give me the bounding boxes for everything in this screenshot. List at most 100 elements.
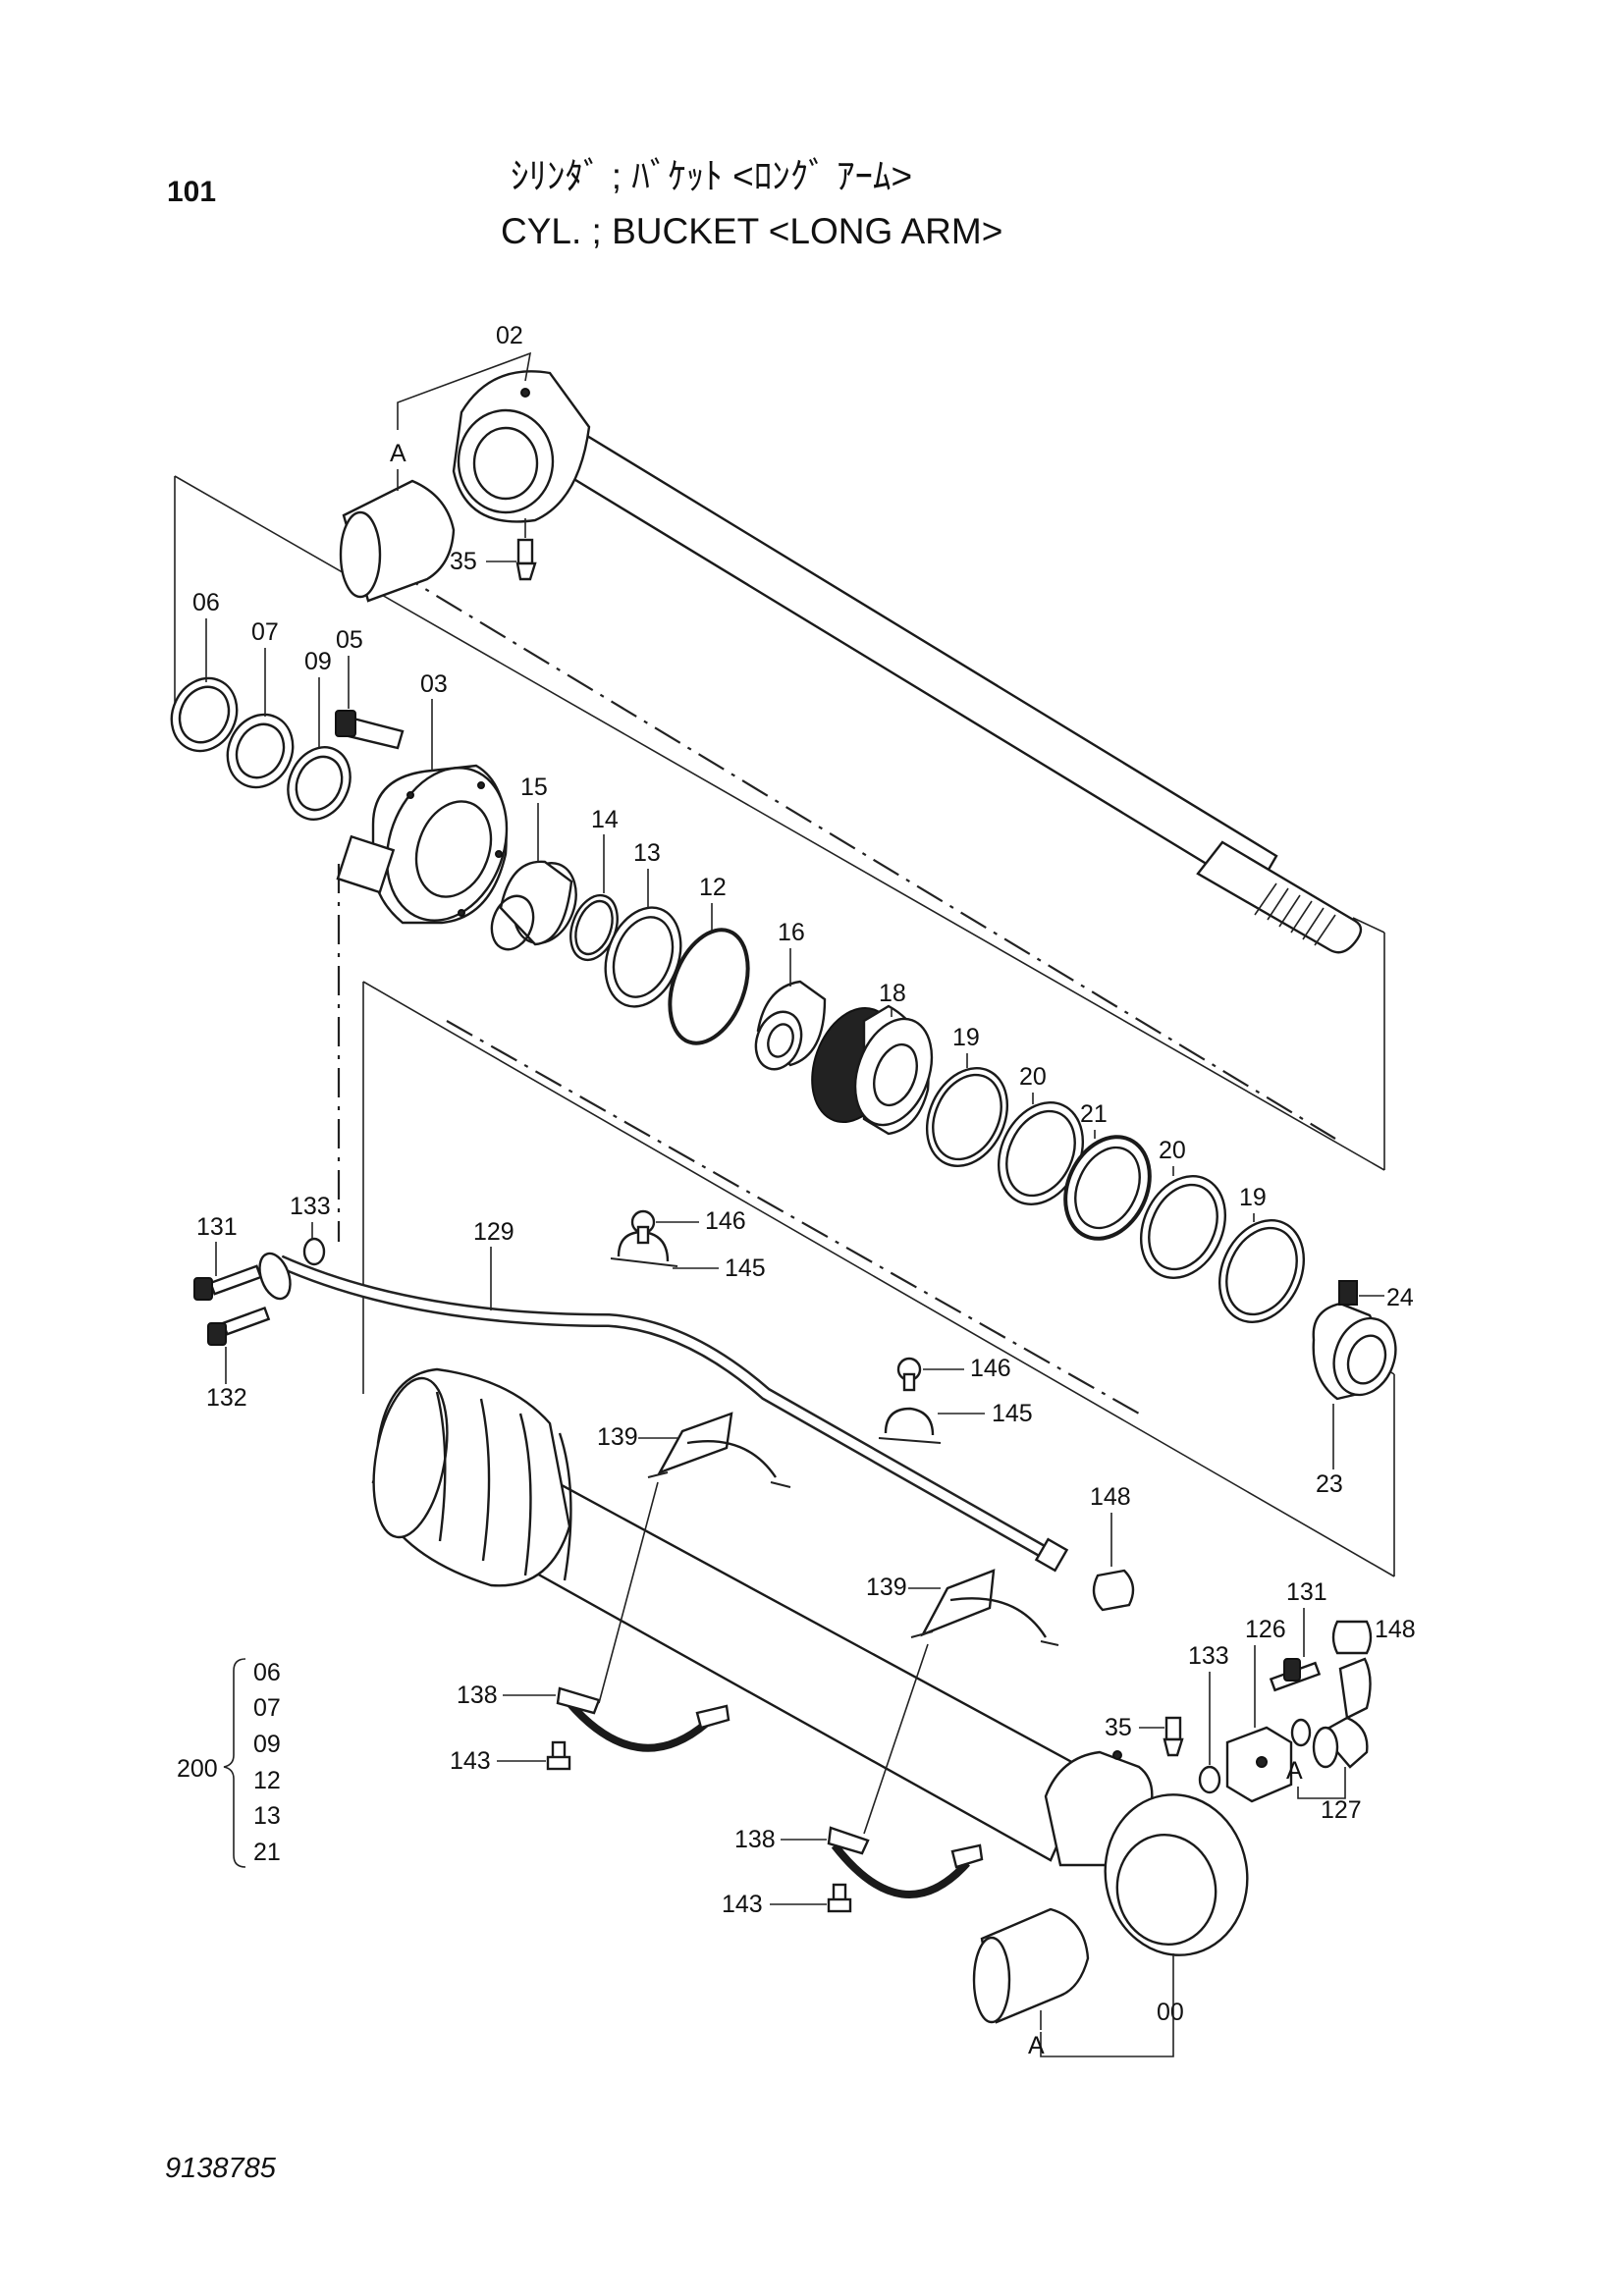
slide-ring-20-b	[1139, 1175, 1227, 1279]
callout-131-a: 131	[196, 1213, 238, 1276]
svg-text:148: 148	[1090, 1483, 1131, 1511]
svg-text:A: A	[1028, 2032, 1045, 2059]
cylinder-head-03	[336, 764, 509, 925]
callout-148-a: 148	[1090, 1483, 1131, 1567]
bolt-146-b	[896, 1357, 922, 1392]
callout-145-a: 145	[673, 1255, 766, 1282]
bolt-143-b	[827, 1883, 852, 1913]
svg-text:24: 24	[1386, 1284, 1414, 1311]
flange-126	[1225, 1726, 1293, 1803]
callout-138-a: 138	[457, 1682, 556, 1709]
seal-ring-21	[1063, 1135, 1152, 1241]
svg-text:19: 19	[952, 1024, 980, 1051]
callout-24: 24	[1359, 1284, 1414, 1311]
seal-kit-item: 12	[253, 1767, 281, 1794]
cylinder-bottom-eye	[1044, 1750, 1249, 1956]
piston-rod	[452, 370, 1363, 954]
svg-text:13: 13	[633, 839, 661, 867]
document-number: 9138785	[165, 2153, 277, 2184]
callout-132: 132	[206, 1347, 247, 1412]
page-number: 101	[167, 176, 216, 208]
clamp-138-b	[827, 1826, 984, 1898]
svg-text:133: 133	[290, 1193, 331, 1220]
callout-129: 129	[473, 1218, 514, 1310]
flange-pipe-end	[258, 1252, 292, 1301]
bolt-146-a	[630, 1209, 656, 1245]
svg-text:03: 03	[420, 670, 448, 698]
svg-text:21: 21	[1080, 1100, 1108, 1128]
svg-text:131: 131	[196, 1213, 238, 1241]
svg-text:A: A	[390, 440, 406, 467]
bushing-15	[490, 860, 577, 951]
svg-text:19: 19	[1239, 1184, 1267, 1211]
svg-text:146: 146	[970, 1355, 1011, 1382]
seal-kit-200: 200 06 07 09 12 13 21	[177, 1658, 281, 1868]
o-ring-12	[668, 928, 750, 1045]
callout-09: 09	[304, 648, 332, 748]
svg-text:35: 35	[1105, 1714, 1132, 1741]
callout-139-a: 139	[597, 1423, 677, 1704]
seal-kit-item: 07	[253, 1694, 281, 1722]
svg-text:20: 20	[1019, 1063, 1047, 1091]
callout-133-b: 133	[1188, 1642, 1229, 1765]
svg-text:23: 23	[1316, 1470, 1343, 1498]
grease-fitting-tube	[1163, 1716, 1184, 1757]
svg-text:139: 139	[597, 1423, 638, 1451]
callout-145-b: 145	[938, 1400, 1033, 1427]
set-screw-24	[1338, 1280, 1358, 1306]
callout-05: 05	[336, 626, 363, 709]
callout-A-tube: A	[1028, 2010, 1045, 2059]
pin-bushing-rod	[339, 479, 456, 603]
o-ring-133-b	[1198, 1765, 1221, 1794]
svg-text:00: 00	[1157, 1999, 1184, 2026]
svg-text:148: 148	[1375, 1616, 1416, 1643]
svg-text:16: 16	[778, 919, 805, 946]
callout-07: 07	[251, 618, 279, 717]
bolt-132	[207, 1306, 271, 1346]
pin-bushing-tube	[972, 1907, 1090, 2024]
callout-143-b: 143	[722, 1891, 827, 1918]
slide-ring-20-a	[997, 1101, 1085, 1205]
svg-text:05: 05	[336, 626, 363, 654]
seal-kit-item: 09	[253, 1731, 281, 1758]
svg-text:02: 02	[496, 322, 523, 349]
svg-text:131: 131	[1286, 1578, 1327, 1606]
callout-139-b: 139	[863, 1574, 941, 1835]
svg-text:12: 12	[699, 874, 727, 901]
callout-02: 02	[397, 322, 532, 430]
callout-21: 21	[1080, 1100, 1108, 1139]
cap-148-b	[1331, 1620, 1373, 1655]
seal-07	[226, 713, 295, 789]
svg-text:07: 07	[251, 618, 279, 646]
elbow-127	[1312, 1657, 1372, 1769]
svg-text:129: 129	[473, 1218, 514, 1246]
piston-18	[811, 1004, 934, 1136]
callout-13: 13	[633, 839, 661, 908]
callout-16: 16	[778, 919, 805, 987]
o-ring-A-fitting	[1290, 1718, 1312, 1747]
cap-148-a	[1092, 1569, 1135, 1612]
svg-text:15: 15	[520, 774, 548, 801]
callout-146-a: 146	[656, 1207, 746, 1235]
rod-centerline	[392, 568, 1336, 1140]
svg-text:14: 14	[591, 806, 619, 833]
svg-text:132: 132	[206, 1384, 247, 1412]
svg-text:146: 146	[705, 1207, 746, 1235]
nut-23	[1312, 1302, 1397, 1401]
seal-13	[604, 906, 682, 1008]
pipe-129	[277, 1255, 1069, 1573]
callout-35-rod: 35	[450, 518, 526, 575]
callout-35-tube: 35	[1105, 1714, 1164, 1741]
seal-kit-item: 13	[253, 1802, 281, 1830]
callout-146-b: 146	[923, 1355, 1011, 1382]
bolt-131-a	[193, 1264, 263, 1301]
svg-text:18: 18	[879, 980, 906, 1007]
callout-133-a: 133	[290, 1193, 331, 1239]
callout-148-b: 148	[1375, 1616, 1416, 1643]
callout-20-b: 20	[1159, 1137, 1186, 1176]
tube-centerline	[446, 1020, 1140, 1415]
svg-text:20: 20	[1159, 1137, 1186, 1164]
bolt-143-a	[546, 1740, 571, 1771]
callout-131-b: 131	[1286, 1578, 1327, 1657]
seal-kit-item: 06	[253, 1659, 281, 1686]
